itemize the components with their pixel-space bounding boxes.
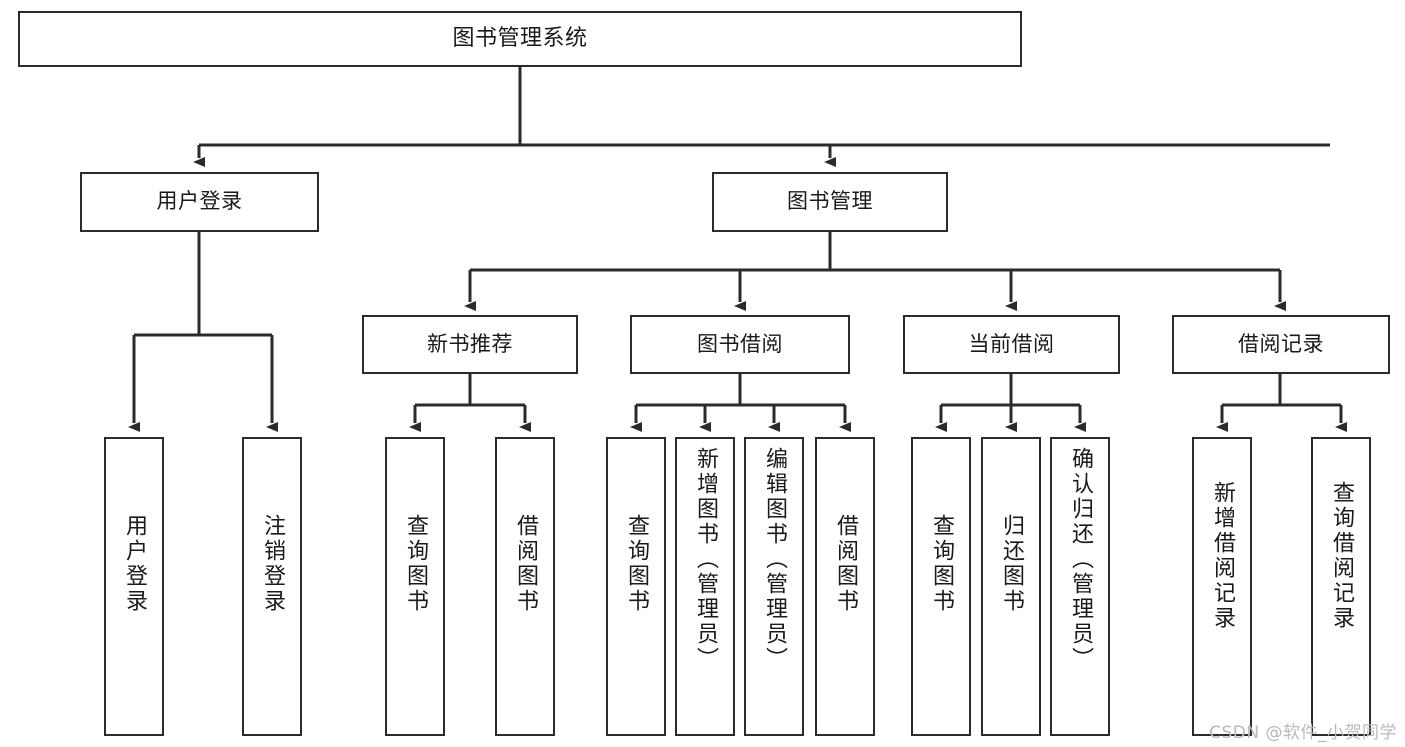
leaf-current-query-book[interactable]: 查询图书: [911, 437, 971, 736]
node-label: 当前借阅: [968, 331, 1055, 356]
node-label: 查询图书: [403, 514, 428, 614]
node-label: 用户登录: [122, 514, 147, 614]
leaf-confirm-return-admin[interactable]: 确认归还（管理员）: [1050, 437, 1110, 736]
leaf-logout-login[interactable]: 注销登录: [242, 437, 302, 736]
leaf-borrow-borrow-book[interactable]: 借阅图书: [815, 437, 875, 736]
node-label: 借阅图书: [513, 514, 538, 614]
node-label: 查询图书: [929, 514, 954, 614]
node-root-book-management-system[interactable]: 图书管理系统: [18, 11, 1022, 67]
node-label: 查询借阅记录: [1329, 481, 1354, 631]
node-label: 借阅记录: [1238, 331, 1324, 356]
csdn-watermark: CSDN @软件_小贺同学: [1209, 723, 1397, 743]
node-label: 新书推荐: [427, 331, 513, 356]
leaf-add-book-admin[interactable]: 新增图书（管理员）: [675, 437, 735, 736]
node-label: 编辑图书（管理员）: [762, 447, 787, 672]
node-new-book-recommend[interactable]: 新书推荐: [362, 315, 578, 374]
node-label: 新增图书（管理员）: [693, 447, 718, 672]
node-borrow-record[interactable]: 借阅记录: [1172, 315, 1390, 374]
node-book-borrow[interactable]: 图书借阅: [630, 315, 850, 374]
node-current-borrow[interactable]: 当前借阅: [903, 315, 1120, 374]
node-label: 新增借阅记录: [1210, 481, 1235, 631]
leaf-query-borrow-record[interactable]: 查询借阅记录: [1311, 437, 1371, 736]
node-label: 图书管理: [787, 189, 873, 214]
node-user-login[interactable]: 用户登录: [80, 172, 319, 232]
leaf-new-book-borrow-book[interactable]: 借阅图书: [495, 437, 555, 736]
leaf-borrow-query-book[interactable]: 查询图书: [606, 437, 666, 736]
node-label: 确认归还（管理员）: [1068, 447, 1093, 672]
node-label: 用户登录: [156, 189, 243, 214]
node-label: 借阅图书: [833, 514, 858, 614]
leaf-return-book[interactable]: 归还图书: [981, 437, 1041, 736]
node-label: 查询图书: [624, 514, 649, 614]
node-label: 归还图书: [999, 514, 1024, 614]
node-label: 图书借阅: [697, 331, 783, 356]
leaf-new-book-query-book[interactable]: 查询图书: [385, 437, 445, 736]
node-label: 图书管理系统: [452, 25, 588, 51]
node-label: 注销登录: [260, 514, 285, 614]
node-book-management[interactable]: 图书管理: [712, 172, 948, 232]
leaf-add-borrow-record[interactable]: 新增借阅记录: [1192, 437, 1252, 736]
leaf-user-login[interactable]: 用户登录: [104, 437, 164, 736]
leaf-edit-book-admin[interactable]: 编辑图书（管理员）: [744, 437, 804, 736]
